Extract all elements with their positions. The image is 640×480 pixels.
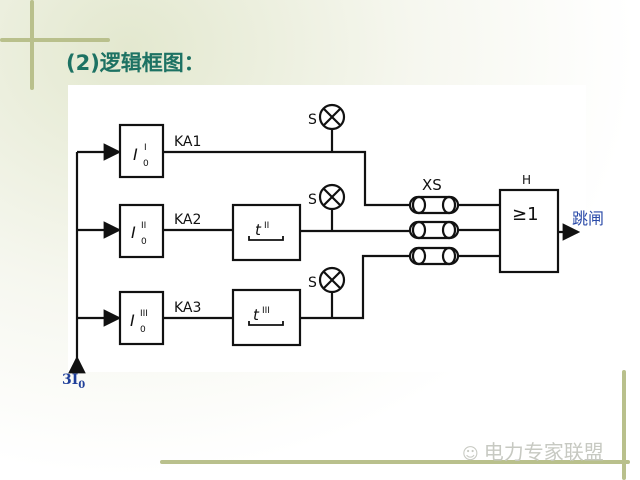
signal-lamps: S S S [308, 103, 346, 318]
svg-text:III: III [262, 306, 270, 316]
svg-text:0: 0 [143, 159, 149, 169]
relay-box-2 [118, 203, 165, 259]
svg-text:II: II [264, 221, 269, 231]
row-3: I III 0 KA3 t III [77, 254, 410, 347]
svg-text:t: t [255, 221, 262, 239]
row-1: I I 0 KA1 [77, 123, 410, 207]
svg-text:II: II [141, 221, 146, 231]
vine-decoration [622, 370, 626, 480]
svg-text:I: I [130, 311, 135, 330]
or-gate: H ≥1 [498, 173, 581, 274]
svg-text:I: I [133, 145, 138, 164]
row-2: I II 0 KA2 t II [77, 203, 410, 262]
svg-text:S: S [308, 275, 317, 291]
vine-decoration [0, 38, 110, 42]
svg-text:I: I [131, 223, 136, 242]
svg-text:XS: XS [422, 176, 442, 194]
wechat-icon: ☺ [462, 444, 484, 463]
svg-text:III: III [140, 309, 148, 319]
svg-text:≥1: ≥1 [512, 204, 539, 225]
svg-text:S: S [308, 192, 317, 208]
vine-decoration [160, 460, 630, 464]
trip-output-label: 跳闸 [572, 209, 605, 228]
timer-box-3 [231, 288, 302, 347]
svg-text:0: 0 [140, 325, 146, 335]
ka1-label: KA1 [174, 134, 201, 150]
xs-connectors: XS [408, 176, 500, 266]
input-label: 3I0 [62, 372, 86, 391]
svg-text:I: I [144, 143, 147, 153]
svg-text:S: S [308, 112, 317, 128]
slide-title: (2)逻辑框图： [66, 51, 205, 75]
svg-text:t: t [253, 306, 260, 324]
timer-box-2 [231, 203, 302, 262]
watermark: ☺ 电力专家联盟 [462, 440, 604, 464]
svg-text:0: 0 [141, 237, 147, 247]
relay-box-1 [118, 123, 165, 179]
svg-text:H: H [522, 173, 531, 187]
vine-decoration [30, 0, 34, 90]
svg-text:KA2: KA2 [174, 212, 201, 228]
svg-text:KA3: KA3 [174, 300, 201, 316]
